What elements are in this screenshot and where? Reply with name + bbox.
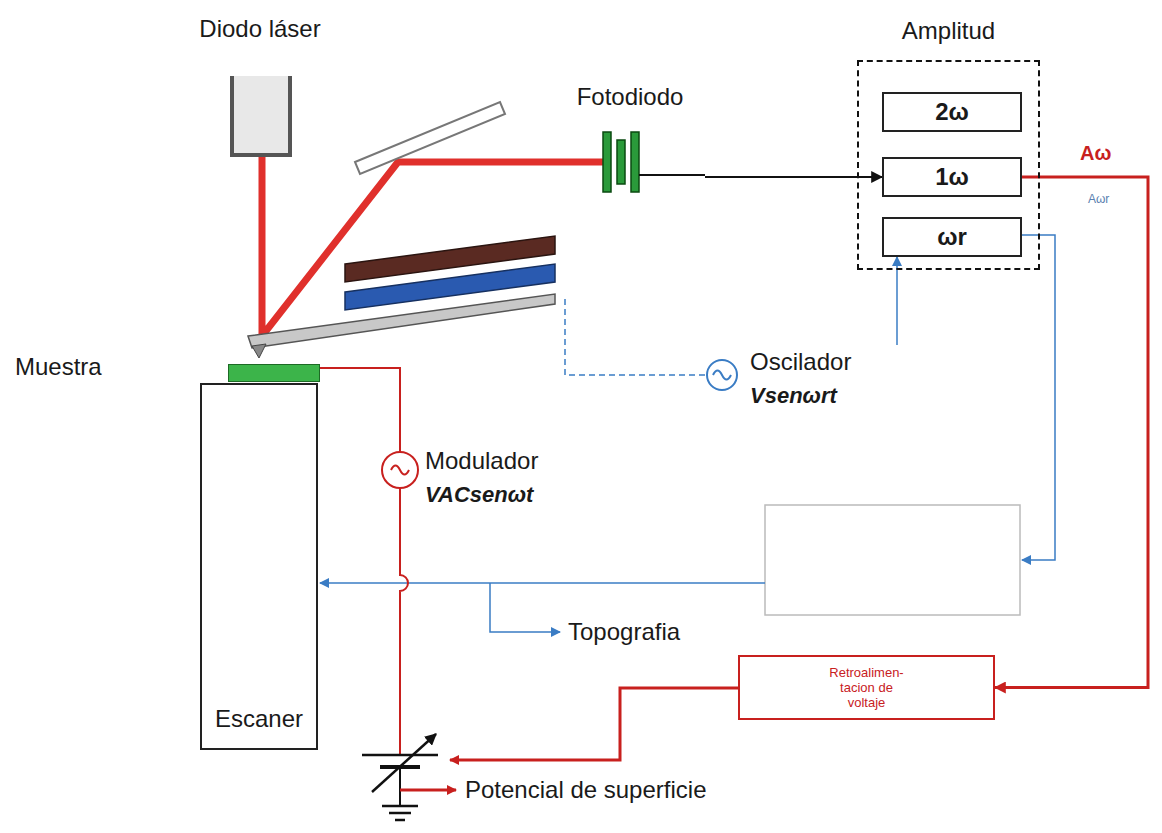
component-name: Diodo láser [165,14,355,44]
laser-beam [262,150,603,336]
harmonic-label: 1ω [935,162,969,192]
ground-symbol [395,819,405,822]
harmonic-box: ωr [882,217,1022,257]
signal-formula: VACsenωt [425,480,590,510]
component-name: Modulador [425,446,590,476]
block-label: Retroalimen- tacion de voltaje [821,665,913,710]
output-label: Topografia [568,617,680,647]
oscillator: OsciladorVsenωrt [705,345,905,415]
modulator: ModuladorVACsenωt [380,440,590,520]
ground-wire [399,767,401,806]
sample: Muestra [15,352,320,382]
photodiode-plate [603,132,611,192]
ground-symbol [382,805,418,808]
lock-in-amplifier: 2ω1ωωrAmplitud [857,60,1040,270]
component-name: Oscilador [750,347,905,377]
block-title: Amplitud [859,16,1038,46]
photodiode-plate [631,132,639,192]
component-name: Fotodiodo [555,82,705,112]
bias-wire [400,488,408,755]
z-feedback-wire [320,582,765,584]
laser-housing [232,76,290,155]
signal-formula: Vsenωrt [750,381,905,411]
photodiode-plate [617,140,625,184]
voltage-feedback: Retroalimen- tacion de voltaje [738,655,995,720]
ac-source-symbol [382,452,418,488]
mirror [355,102,505,174]
sine-symbol [391,466,409,475]
drive-wire [565,296,705,375]
signal-name: Aωr [1088,184,1109,214]
cantilever [248,294,555,348]
probe-tip [252,344,266,358]
signal-connector [896,257,898,345]
component-name: Muestra [15,352,102,382]
output-label: Potencial de superficie [465,775,706,805]
signal-wire [1020,235,1055,560]
sample-surface [228,364,320,382]
bias-feedback-wire [450,688,738,760]
signal-name: Aω [1080,138,1111,168]
photodiode: Fotodiodo [555,82,705,190]
signal-connector [705,176,882,178]
controller-box [765,505,1020,615]
signal-wire [639,174,705,176]
sine-symbol [713,371,731,380]
sample-wire [320,368,400,452]
harmonic-label: 2ω [935,97,969,127]
ac-source-symbol [707,360,737,390]
harmonic-box: 2ω [882,92,1022,132]
source-plate [362,754,438,757]
scanner: Escaner [200,383,318,750]
laser-diode: Diodo láser [165,8,355,158]
variable-arrow [372,734,436,792]
surface-potential-output [400,789,456,792]
component-name: Escaner [215,704,303,734]
topography-output [490,583,560,632]
harmonic-box: 1ω [882,157,1022,197]
ground-symbol [389,812,411,815]
harmonic-label: ωr [937,222,967,252]
